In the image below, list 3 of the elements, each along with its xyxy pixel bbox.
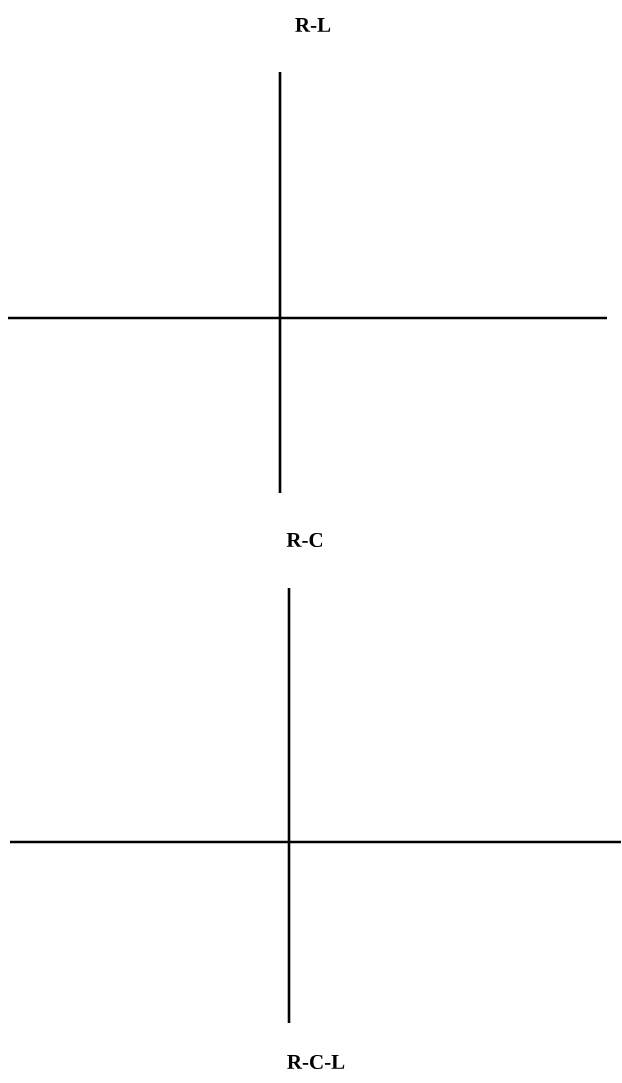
graph-label: R-C-L [287, 1054, 345, 1070]
graph-label: R-L [295, 18, 331, 32]
graph-label: R-C [286, 532, 323, 548]
